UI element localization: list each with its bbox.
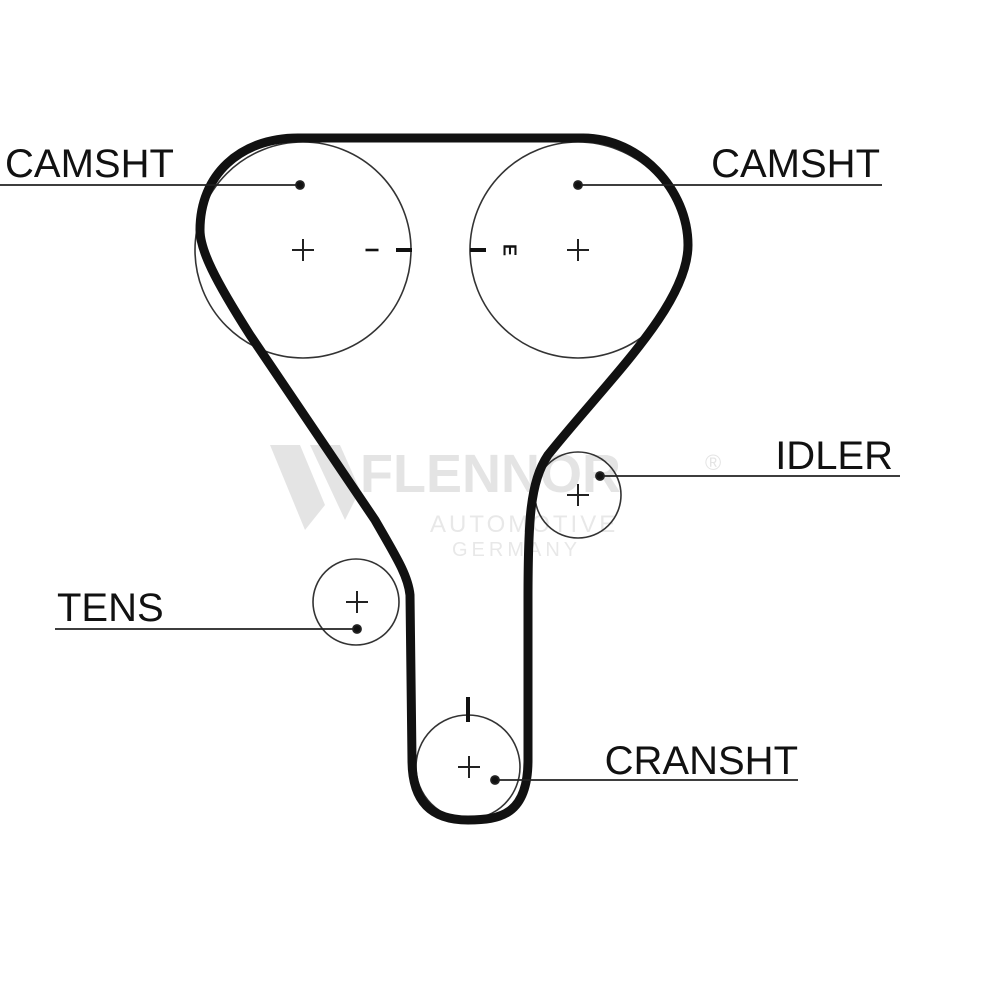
camshaft-left-label: CAMSHT: [5, 142, 174, 186]
idler-leader: [595, 471, 900, 481]
camshaft-right-center-cross: [567, 239, 589, 261]
watermark-registered: ®: [705, 450, 721, 475]
tensioner-label: TENS: [57, 586, 164, 630]
watermark-line2: GERMANY: [452, 539, 581, 561]
idler-center-cross: [567, 484, 589, 506]
watermark-line1: AUTOMOTIVE: [430, 511, 618, 538]
camshaft-right-label: CAMSHT: [711, 142, 880, 186]
crankshaft-leader: [490, 775, 798, 785]
tensioner-pulley: [312, 558, 400, 646]
camshaft-left-timing-mark: I: [361, 247, 381, 252]
tensioner-center-cross: [346, 591, 368, 613]
timing-belt: [195, 133, 693, 825]
center-marks: [292, 239, 589, 778]
camshaft-left-center-cross: [292, 239, 314, 261]
camshaft-right-timing-mark: E: [499, 244, 519, 256]
watermark-logo: [270, 445, 360, 530]
crankshaft-center-cross: [458, 756, 480, 778]
camshaft-left-leader: [0, 180, 305, 190]
tensioner-leader: [55, 624, 362, 634]
timing-notches: [396, 248, 486, 722]
crankshaft-label: CRANSHT: [605, 739, 798, 783]
idler-label: IDLER: [775, 434, 893, 478]
camshaft-right-leader: [573, 180, 882, 190]
